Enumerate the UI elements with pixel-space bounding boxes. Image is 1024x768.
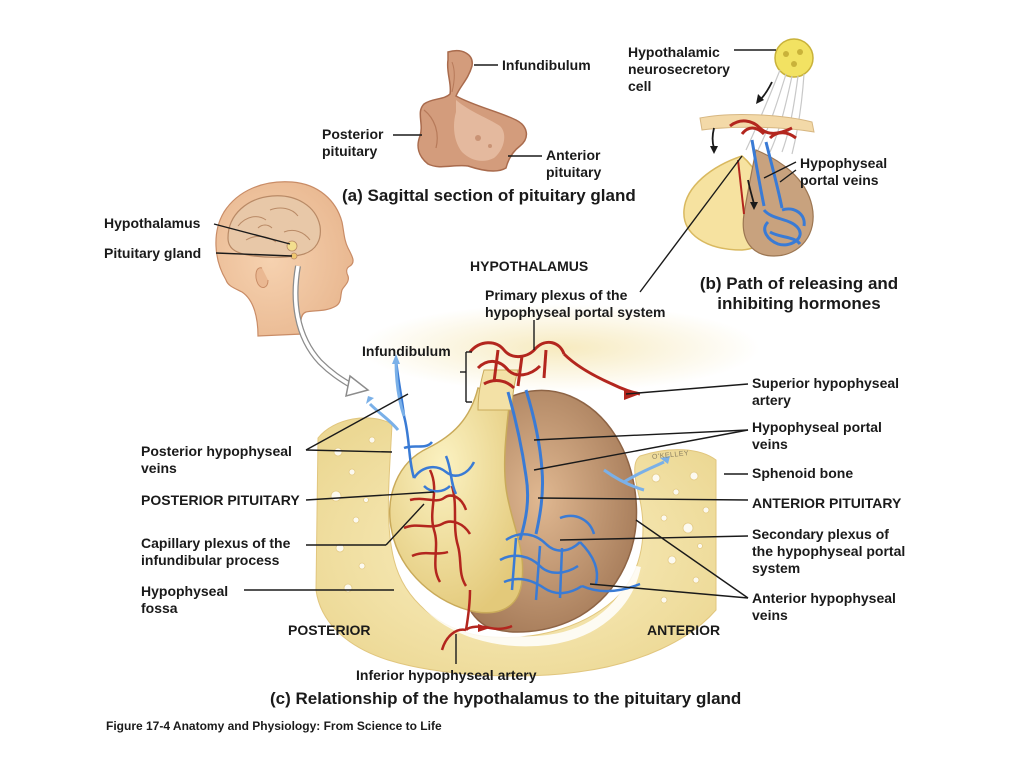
figure-credit: Figure 17-4 Anatomy and Physiology: From… <box>106 719 442 733</box>
label-sphenoid-bone: Sphenoid bone <box>752 465 854 481</box>
label-pituitary-gland: Pituitary gland <box>104 245 202 261</box>
panel-c-leader-lines <box>244 320 749 664</box>
portal-veins <box>506 389 545 541</box>
head-profile-image <box>215 181 354 337</box>
label-hypothalamus-caps: HYPOTHALAMUS <box>470 258 589 274</box>
label-posterior-veins: Posterior hypophyseal veins <box>141 443 292 476</box>
label-portal-veins-c: Hypophyseal portal veins <box>752 419 882 452</box>
label-hypophyseal-fossa: Hypophyseal fossa <box>141 583 229 616</box>
label-superior-artery: Superior hypophyseal artery <box>752 375 900 408</box>
label-inferior-artery: Inferior hypophyseal artery <box>356 667 537 683</box>
label-secondary-plexus: Secondary plexus of the hypophyseal port… <box>752 526 906 576</box>
label-anterior-direction: ANTERIOR <box>647 622 721 638</box>
label-anterior-veins: Anterior hypophyseal veins <box>752 590 896 623</box>
caption-panel-a: (a) Sagittal section of pituitary gland <box>342 186 636 205</box>
posterior-arterial-network <box>403 469 472 631</box>
label-anterior-pituitary-c: ANTERIOR PITUITARY <box>752 495 902 511</box>
label-hypothalamus-head: Hypothalamus <box>104 215 201 231</box>
releasing-hormone-path-image <box>683 38 815 257</box>
label-posterior-direction: POSTERIOR <box>288 622 371 638</box>
label-anterior-pituitary-a: Anterior pituitary <box>546 147 602 180</box>
sagittal-section-image <box>417 50 528 172</box>
panel-b-leader-lines <box>639 49 797 293</box>
label-portal-veins-b: Hypophyseal portal veins <box>800 155 888 188</box>
label-neurosecretory-cell: Hypothalamic neurosecretory cell <box>628 44 730 94</box>
label-infundibulum-c: Infundibulum <box>362 343 451 359</box>
caption-panel-b: (b) Path of releasing and inhibiting hor… <box>699 274 899 313</box>
pointer-arrow <box>292 265 370 398</box>
caption-panel-c: (c) Relationship of the hypothalamus to … <box>270 689 742 708</box>
label-capillary-plexus: Capillary plexus of the infundibular pro… <box>141 535 291 568</box>
label-primary-plexus: Primary plexus of the hypophyseal portal… <box>485 287 666 320</box>
draining-veins <box>368 359 665 492</box>
secondary-plexus-vessels <box>499 514 641 601</box>
label-posterior-pituitary-a: Posterior pituitary <box>322 126 384 159</box>
head-leader-lines <box>213 223 293 257</box>
panel-a-leader-lines <box>393 64 542 157</box>
label-posterior-pituitary-c: POSTERIOR PITUITARY <box>141 492 300 508</box>
pituitary-anatomy-image <box>315 304 760 677</box>
label-infundibulum-a: Infundibulum <box>502 57 591 73</box>
